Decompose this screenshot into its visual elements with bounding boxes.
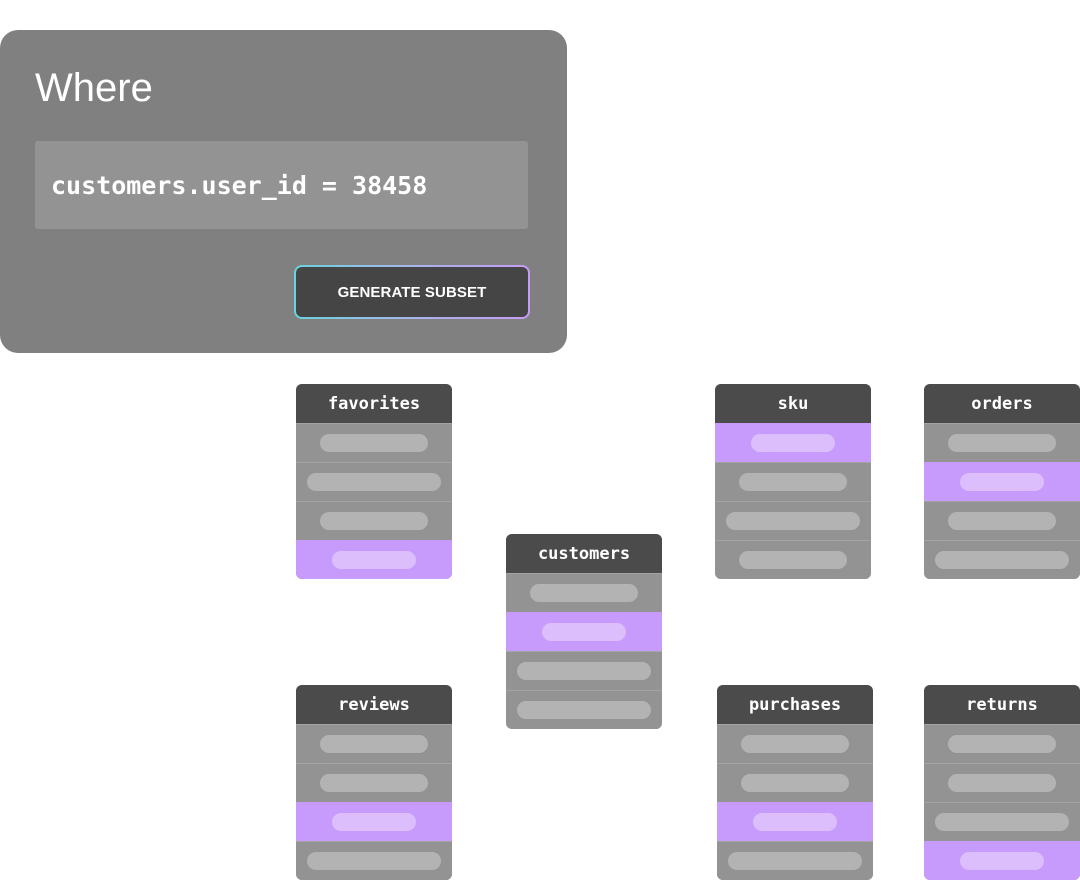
panel-title: Where <box>35 66 153 110</box>
table-header-returns: returns <box>924 685 1080 724</box>
table-row <box>715 540 871 579</box>
table-row <box>924 423 1080 462</box>
table-row <box>924 540 1080 579</box>
table-row <box>924 802 1080 841</box>
table-row <box>717 763 873 802</box>
table-row <box>715 462 871 501</box>
table-header-customers: customers <box>506 534 662 573</box>
table-returns: returns <box>924 685 1080 880</box>
table-row <box>296 462 452 501</box>
table-header-sku: sku <box>715 384 871 423</box>
table-orders: orders <box>924 384 1080 579</box>
table-row <box>715 501 871 540</box>
table-row <box>924 501 1080 540</box>
table-header-purchases: purchases <box>717 685 873 724</box>
table-row <box>506 690 662 729</box>
where-clause-input[interactable]: customers.user_id = 38458 <box>35 141 528 229</box>
table-row-highlighted <box>924 462 1080 501</box>
table-row-highlighted <box>924 841 1080 880</box>
table-row <box>506 651 662 690</box>
table-header-favorites: favorites <box>296 384 452 423</box>
table-row <box>924 763 1080 802</box>
table-row-highlighted <box>296 802 452 841</box>
table-purchases: purchases <box>717 685 873 880</box>
table-row <box>924 724 1080 763</box>
table-header-reviews: reviews <box>296 685 452 724</box>
table-favorites: favorites <box>296 384 452 579</box>
table-row <box>296 724 452 763</box>
table-row-highlighted <box>715 423 871 462</box>
generate-subset-button-border[interactable]: GENERATE SUBSET <box>294 265 530 319</box>
table-row-highlighted <box>296 540 452 579</box>
table-row <box>717 724 873 763</box>
table-customers: customers <box>506 534 662 729</box>
table-row <box>506 573 662 612</box>
where-clause-text: customers.user_id = 38458 <box>51 170 428 200</box>
table-reviews: reviews <box>296 685 452 880</box>
table-sku: sku <box>715 384 871 579</box>
table-header-orders: orders <box>924 384 1080 423</box>
table-row <box>296 763 452 802</box>
table-row <box>296 501 452 540</box>
table-row-highlighted <box>506 612 662 651</box>
table-row <box>296 423 452 462</box>
table-row-highlighted <box>717 802 873 841</box>
table-row <box>296 841 452 880</box>
table-row <box>717 841 873 880</box>
generate-subset-button[interactable]: GENERATE SUBSET <box>296 267 528 317</box>
